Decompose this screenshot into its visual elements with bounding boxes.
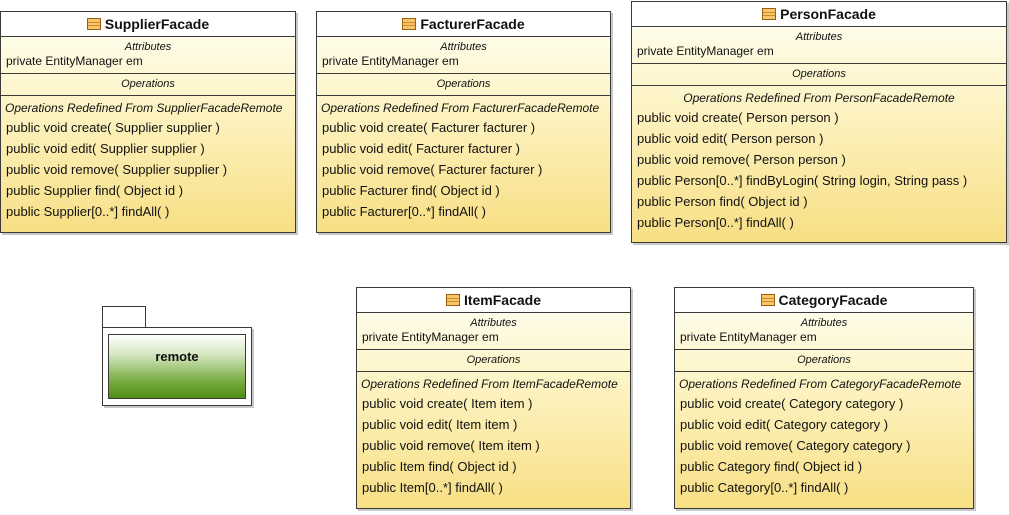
operations-title: Operations bbox=[436, 78, 491, 90]
operation: public void create( Category category ) bbox=[680, 396, 904, 411]
class-name: SupplierFacade bbox=[104, 16, 210, 32]
attributes-title: Attributes bbox=[440, 41, 487, 53]
attributes-title: Attributes bbox=[795, 31, 843, 43]
redefined-label: Operations Redefined From SupplierFacade… bbox=[5, 101, 283, 115]
operation: public Person[0..*] findAll( ) bbox=[637, 215, 794, 230]
operation: public void create( Item item ) bbox=[362, 396, 533, 411]
class-icon bbox=[760, 294, 775, 306]
attributes-compartment: Attributes private EntityManager em bbox=[632, 27, 1006, 64]
operation: public void create( Supplier supplier ) bbox=[6, 120, 220, 135]
operation: public void remove( Person person ) bbox=[637, 152, 846, 167]
package-name: remote bbox=[155, 349, 199, 364]
attributes-title: Attributes bbox=[800, 317, 848, 329]
operations-compartment: Operations Redefined From SupplierFacade… bbox=[1, 96, 295, 226]
redefined-label: Operations Redefined From CategoryFacade… bbox=[679, 377, 962, 391]
operation: public void edit( Person person ) bbox=[637, 131, 824, 146]
operation: public void create( Person person ) bbox=[637, 110, 839, 125]
attributes-title: Attributes bbox=[470, 317, 517, 329]
class-header: FacturerFacade bbox=[317, 12, 610, 37]
operations-title-compartment: Operations bbox=[317, 74, 610, 96]
attribute: private EntityManager em bbox=[322, 54, 459, 68]
class-header: PersonFacade bbox=[632, 2, 1006, 27]
operation: public void edit( Supplier supplier ) bbox=[6, 141, 205, 156]
class-category-facade[interactable]: CategoryFacade Attributes private Entity… bbox=[674, 287, 974, 509]
class-icon bbox=[402, 18, 417, 30]
operation: public Facturer[0..*] findAll( ) bbox=[322, 204, 487, 219]
operation: public Supplier find( Object id ) bbox=[6, 183, 184, 198]
attributes-compartment: Attributes private EntityManager em bbox=[357, 313, 630, 350]
attributes-compartment: Attributes private EntityManager em bbox=[675, 313, 973, 350]
class-name: FacturerFacade bbox=[420, 16, 525, 32]
operation: public Category[0..*] findAll( ) bbox=[680, 480, 849, 495]
class-header: SupplierFacade bbox=[1, 12, 295, 37]
class-header: CategoryFacade bbox=[675, 288, 973, 313]
package-tab bbox=[102, 306, 146, 328]
operations-title: Operations bbox=[797, 354, 851, 366]
class-icon bbox=[762, 8, 777, 20]
operation: public void edit( Category category ) bbox=[680, 417, 889, 432]
class-icon bbox=[445, 294, 460, 306]
operation: public void remove( Item item ) bbox=[362, 438, 540, 453]
operation: public void remove( Facturer facturer ) bbox=[322, 162, 543, 177]
redefined-label: Operations Redefined From FacturerFacade… bbox=[321, 101, 600, 115]
attributes-compartment: Attributes private EntityManager em bbox=[317, 37, 610, 74]
operations-title-compartment: Operations bbox=[632, 64, 1006, 86]
operation: public void edit( Facturer facturer ) bbox=[322, 141, 520, 156]
package-remote[interactable]: remote bbox=[102, 327, 252, 406]
class-person-facade[interactable]: PersonFacade Attributes private EntityMa… bbox=[631, 1, 1007, 243]
attribute: private EntityManager em bbox=[637, 44, 774, 58]
operation: public Supplier[0..*] findAll( ) bbox=[6, 204, 170, 219]
operations-title-compartment: Operations bbox=[357, 350, 630, 372]
operation: public void create( Facturer facturer ) bbox=[322, 120, 536, 135]
operation: public Category find( Object id ) bbox=[680, 459, 863, 474]
operations-title: Operations bbox=[466, 354, 521, 366]
attributes-title: Attributes bbox=[124, 41, 172, 53]
operations-title: Operations bbox=[121, 78, 175, 90]
operation: public void edit( Item item ) bbox=[362, 417, 518, 432]
redefined-label: Operations Redefined From ItemFacadeRemo… bbox=[361, 377, 618, 391]
attribute: private EntityManager em bbox=[6, 54, 143, 68]
operation: public void remove( Category category ) bbox=[680, 438, 911, 453]
class-name: CategoryFacade bbox=[778, 292, 888, 308]
operation: public Item find( Object id ) bbox=[362, 459, 517, 474]
operation: public void remove( Supplier supplier ) bbox=[6, 162, 228, 177]
operation: public Item[0..*] findAll( ) bbox=[362, 480, 503, 495]
class-item-facade[interactable]: ItemFacade Attributes private EntityMana… bbox=[356, 287, 631, 509]
class-facturer-facade[interactable]: FacturerFacade Attributes private Entity… bbox=[316, 11, 611, 233]
operations-compartment: Operations Redefined From ItemFacadeRemo… bbox=[357, 372, 630, 502]
redefined-label: Operations Redefined From PersonFacadeRe… bbox=[683, 91, 955, 105]
attributes-compartment: Attributes private EntityManager em bbox=[1, 37, 295, 74]
class-name: ItemFacade bbox=[463, 292, 542, 308]
operations-compartment: Operations Redefined From CategoryFacade… bbox=[675, 372, 973, 502]
attribute: private EntityManager em bbox=[680, 330, 817, 344]
operation: public Facturer find( Object id ) bbox=[322, 183, 500, 198]
operations-compartment: Operations Redefined From FacturerFacade… bbox=[317, 96, 610, 226]
class-icon bbox=[86, 18, 101, 30]
operation: public Person[0..*] findByLogin( String … bbox=[637, 173, 968, 188]
operations-title: Operations bbox=[792, 68, 846, 80]
operations-compartment: Operations Redefined From PersonFacadeRe… bbox=[632, 86, 1006, 237]
class-header: ItemFacade bbox=[357, 288, 630, 313]
attribute: private EntityManager em bbox=[362, 330, 499, 344]
package-inner: remote bbox=[108, 334, 246, 399]
class-name: PersonFacade bbox=[780, 6, 876, 22]
operation: public Person find( Object id ) bbox=[637, 194, 808, 209]
operations-title-compartment: Operations bbox=[675, 350, 973, 372]
class-supplier-facade[interactable]: SupplierFacade Attributes private Entity… bbox=[0, 11, 296, 233]
operations-title-compartment: Operations bbox=[1, 74, 295, 96]
